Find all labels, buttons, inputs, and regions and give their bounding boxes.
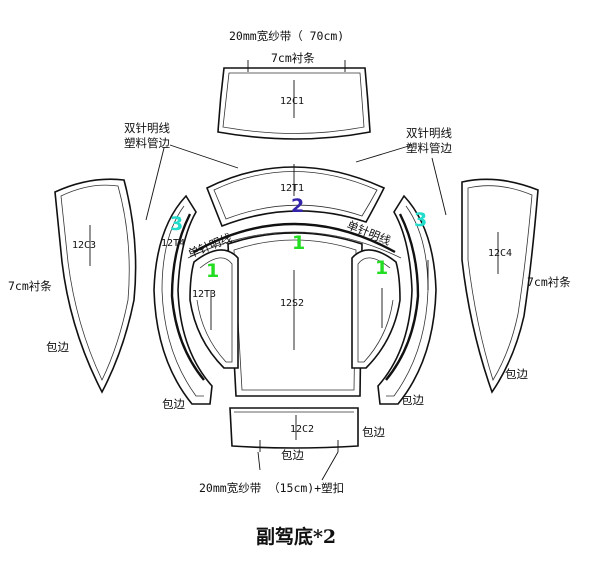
label-12t3: 12T3 <box>192 289 216 300</box>
note-left-strip: 7cm衬条 <box>8 279 52 293</box>
note-right-stitch-1: 双针明线 <box>406 126 452 140</box>
note-binding-right-inner: 包边 <box>401 393 424 407</box>
note-bottom-tape: 20mm宽纱带 （15cm)+塑扣 <box>199 481 344 495</box>
label-12c1: 12C1 <box>280 96 304 107</box>
label-12s2: 12S2 <box>280 298 304 309</box>
note-binding-left-outer: 包边 <box>46 340 69 354</box>
note-binding-left-inner: 包边 <box>162 397 185 411</box>
piece-12t1: 12T1 <box>205 164 386 228</box>
note-top-tape: 20mm宽纱带（ 70cm) <box>229 29 344 43</box>
annotations: 20mm宽纱带（ 70cm) 7cm衬条 双针明线 塑料管边 双针明线 塑料管边… <box>8 29 571 495</box>
label-12c4: 12C4 <box>488 248 512 259</box>
label-12t4: 12T4 <box>161 238 185 249</box>
note-binding-right-outer: 包边 <box>505 367 528 381</box>
marker-right-3: 3 <box>414 209 427 231</box>
piece-12c4: 12C4 <box>461 178 539 394</box>
piece-12t4-12t3-left: 12T4 12T3 <box>153 194 239 405</box>
note-top-strip: 7cm衬条 <box>271 51 315 65</box>
note-binding-c2-right: 包边 <box>362 425 385 439</box>
label-12t1: 12T1 <box>280 183 304 194</box>
note-left-stitch-1: 双针明线 <box>124 121 170 135</box>
label-12c3: 12C3 <box>72 240 96 251</box>
piece-12s2: 12S2 <box>227 232 363 397</box>
diagram-title: 副驾底*2 <box>256 525 336 548</box>
piece-12c3: 12C3 <box>54 178 137 394</box>
note-right-stitch-2: 塑料管边 <box>406 141 452 155</box>
marker-left-1: 1 <box>206 260 219 282</box>
leader-lines <box>145 144 447 481</box>
marker-right-1: 1 <box>375 257 388 279</box>
marker-center-2: 2 <box>291 195 304 217</box>
marker-center-1: 1 <box>292 232 305 254</box>
note-left-stitch-2: 塑料管边 <box>124 136 170 150</box>
label-12c2: 12C2 <box>290 424 314 435</box>
note-right-strip: 7cm衬条 <box>527 275 571 289</box>
piece-12c2: 12C2 <box>229 407 359 452</box>
piece-12c1: 12C1 <box>217 60 371 140</box>
sequence-markers: 2 1 1 1 3 3 <box>170 195 427 282</box>
marker-left-3: 3 <box>170 213 183 235</box>
note-binding-c2-bottom: 包边 <box>281 448 304 462</box>
piece-right-inner-sides <box>351 194 437 405</box>
